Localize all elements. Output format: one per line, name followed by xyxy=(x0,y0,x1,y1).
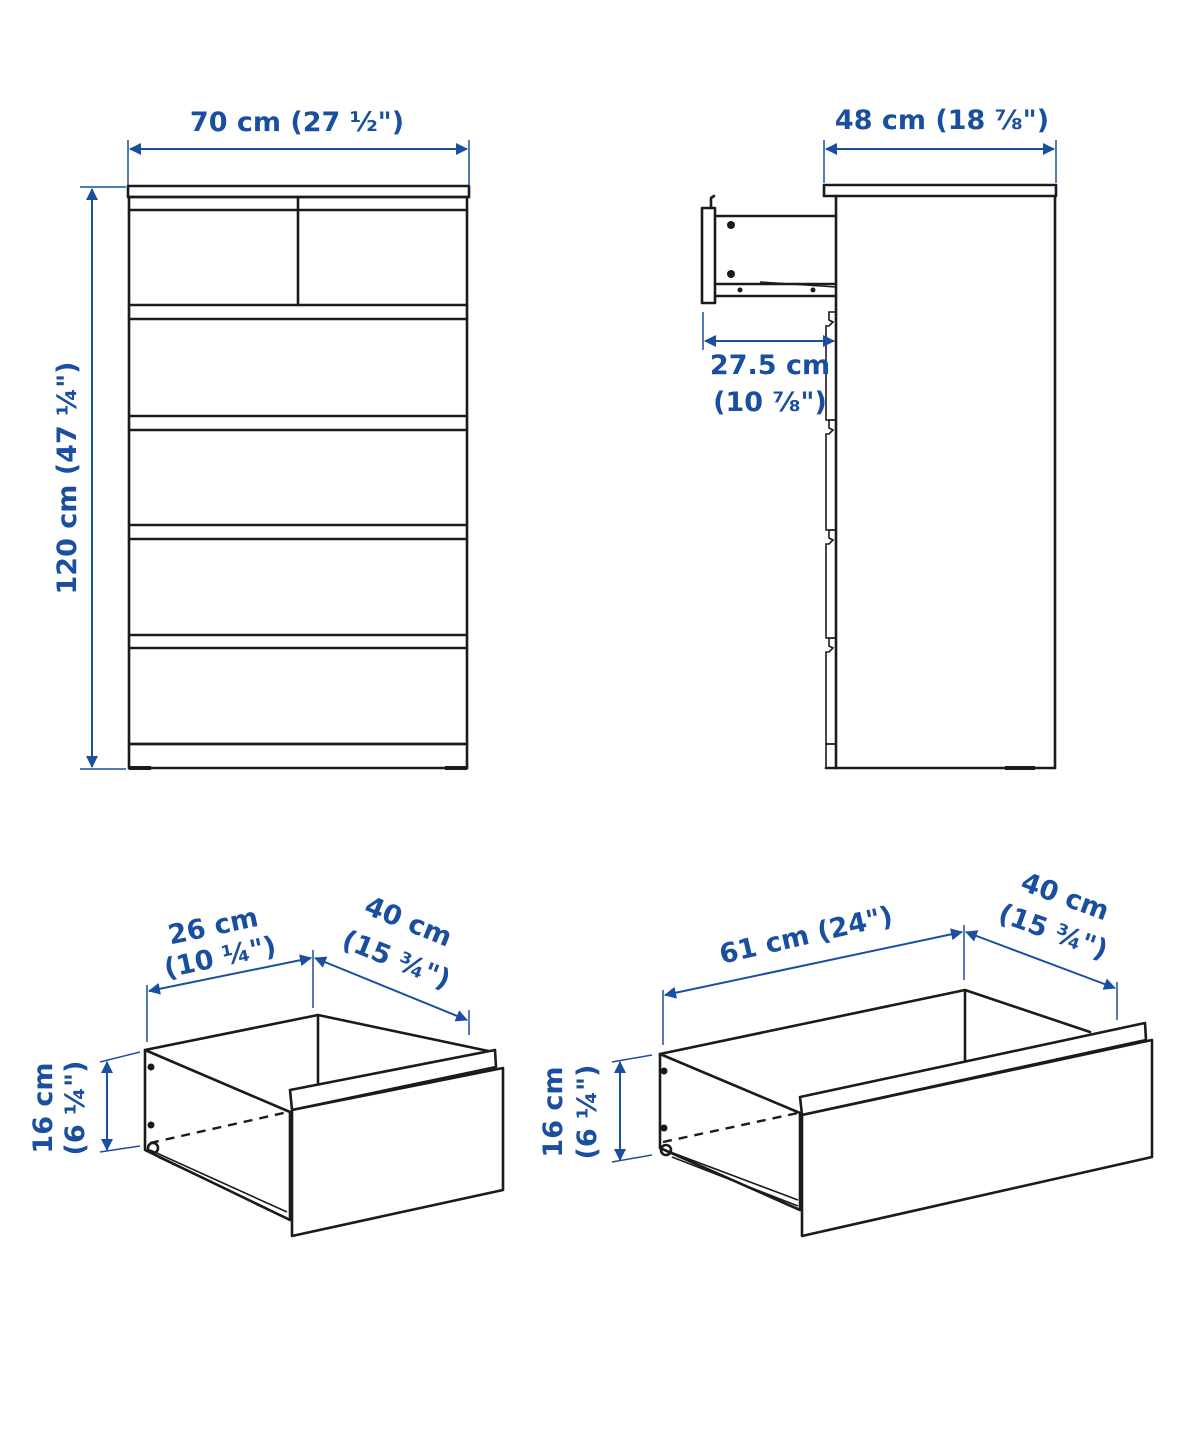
large-drawer-height-dimension: 16 cm (6 ¼") xyxy=(538,1054,653,1163)
large-drawer: 61 cm (24") 40 cm (15 ¾") 16 cm (6 ¼") xyxy=(538,867,1154,1238)
chest-front xyxy=(126,184,471,770)
side-depth-label: 48 cm (18 ⅞") xyxy=(835,105,1049,136)
front-width-label: 70 cm (27 ½") xyxy=(190,107,404,138)
small-drawer-depth-dimension: 40 cm (15 ¾") xyxy=(314,891,470,1035)
large-drawer-width-dimension: 61 cm (24") xyxy=(662,901,965,1045)
large-height-label-in: (6 ¼") xyxy=(572,1065,603,1160)
small-drawer: 26 cm (10 ¼") 40 cm (15 ¾") 16 cm (6 ¼") xyxy=(28,891,505,1238)
large-height-label-cm: 16 cm xyxy=(538,1066,569,1157)
front-height-dimension: 120 cm (47 ¼") xyxy=(52,186,126,770)
small-drawer-height-dimension: 16 cm (6 ¼") xyxy=(28,1051,141,1156)
small-height-label-cm: 16 cm xyxy=(28,1062,59,1153)
front-width-dimension: 70 cm (27 ½") xyxy=(127,107,470,185)
front-height-label: 120 cm (47 ¼") xyxy=(52,362,83,595)
drawer-extension-dimension: 27.5 cm (10 ⅞") xyxy=(702,312,835,418)
side-depth-dimension: 48 cm (18 ⅞") xyxy=(823,105,1057,183)
drawer-extension-label-in: (10 ⅞") xyxy=(713,387,827,418)
drawer-extension-label-cm: 27.5 cm xyxy=(710,350,830,381)
side-view: 48 cm (18 ⅞") xyxy=(700,105,1058,770)
large-width-label: 61 cm (24") xyxy=(716,901,895,971)
small-height-label-in: (6 ¼") xyxy=(60,1061,91,1156)
chest-side xyxy=(700,183,1058,770)
front-view: 70 cm (27 ½") 120 cm (47 ¼") xyxy=(52,107,471,770)
